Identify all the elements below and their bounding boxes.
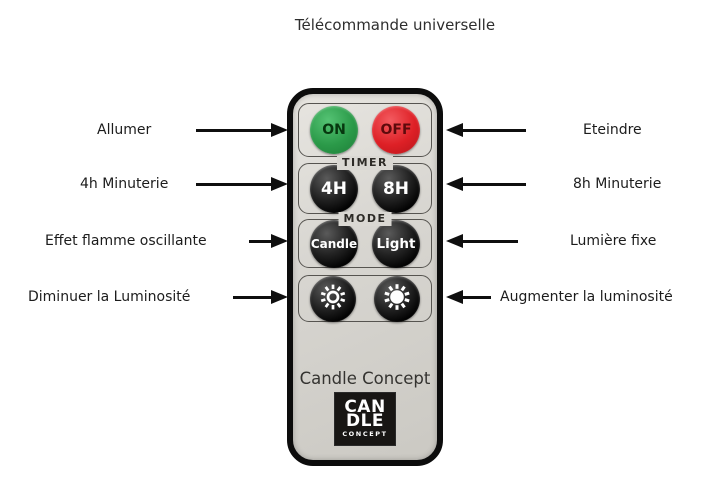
label-4h-minuterie: 4h Minuterie	[80, 176, 169, 192]
label-eteindre: Eteindre	[583, 122, 642, 138]
arrow-to-on-button	[196, 122, 288, 138]
arrow-shaft	[196, 128, 271, 132]
arrow-head-left	[446, 123, 463, 137]
logo-line-3: CONCEPT	[342, 430, 388, 438]
label-lumiere-fixe: Lumière fixe	[570, 233, 657, 249]
arrow-head-right	[271, 290, 288, 304]
label-augmenter-luminosite: Augmenter la luminosité	[500, 289, 673, 305]
arrow-shaft	[196, 182, 271, 186]
arrow-head-left	[446, 234, 463, 248]
arrow-shaft	[463, 239, 518, 243]
arrow-shaft	[463, 182, 526, 186]
arrow-to-light-button	[446, 233, 518, 249]
mode-group-label: MODE	[338, 212, 392, 226]
brightness-down-button	[310, 275, 356, 322]
candle-concept-logo: CAN DLE CONCEPT	[335, 393, 395, 445]
arrow-to-dim-button	[233, 289, 288, 305]
arrow-shaft	[233, 295, 271, 299]
label-diminuer-luminosite: Diminuer la Luminosité	[28, 289, 191, 305]
off-button: OFF	[372, 106, 420, 154]
timer-group-label: TIMER	[336, 156, 394, 170]
logo-line-1: CAN	[344, 397, 386, 417]
arrow-head-left	[446, 177, 463, 191]
timer-4h-button: 4H	[310, 164, 358, 213]
mode-button-group: MODE Candle Light	[298, 212, 432, 268]
label-effet-flamme: Effet flamme oscillante	[45, 233, 207, 249]
arrow-to-brighten-button	[446, 289, 491, 305]
brightness-up-button	[374, 275, 420, 322]
page-title: Télécommande universelle	[294, 16, 496, 34]
power-button-group: ON OFF	[298, 103, 432, 157]
brightness-button-group	[298, 275, 432, 322]
mode-light-button: Light	[372, 219, 420, 268]
arrow-head-left	[446, 290, 463, 304]
arrow-shaft	[463, 295, 491, 299]
logo-line-2: DLE	[345, 411, 385, 431]
on-button: ON	[310, 106, 358, 154]
arrow-head-right	[271, 123, 288, 137]
sun-filled-icon	[382, 282, 412, 316]
arrow-shaft	[249, 239, 271, 243]
arrow-to-candle-button	[249, 233, 288, 249]
arrow-to-8h-button	[446, 176, 526, 192]
arrow-head-right	[271, 234, 288, 248]
arrow-shaft	[463, 128, 526, 132]
label-allumer: Allumer	[97, 122, 152, 138]
timer-button-group: TIMER 4H 8H	[298, 156, 432, 214]
mode-candle-button: Candle	[310, 219, 358, 268]
remote-control: ON OFF TIMER 4H 8H MODE Candle Light	[287, 88, 443, 466]
brand-text: Candle Concept	[299, 369, 431, 388]
arrow-to-4h-button	[196, 176, 288, 192]
arrow-head-right	[271, 177, 288, 191]
sun-outline-icon	[318, 282, 348, 316]
arrow-to-off-button	[446, 122, 526, 138]
label-8h-minuterie: 8h Minuterie	[573, 176, 662, 192]
timer-8h-button: 8H	[372, 164, 420, 213]
